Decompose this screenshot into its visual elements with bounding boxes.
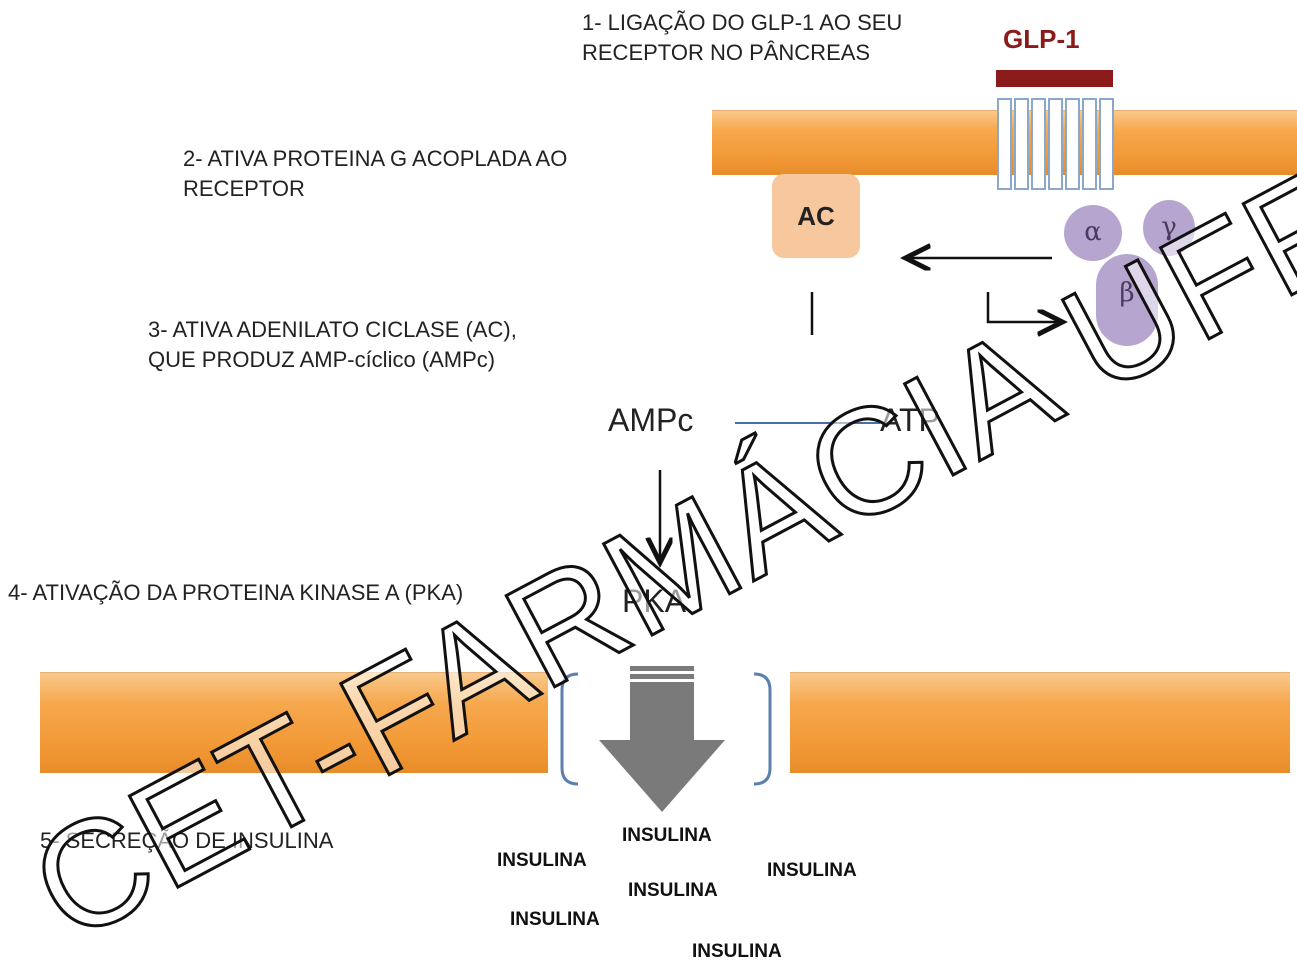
bracket-right	[753, 672, 772, 786]
insulin-label: INSULINA	[628, 880, 718, 901]
step-3-text: 3- ATIVA ADENILATO CICLASE (AC), QUE PRO…	[148, 317, 517, 372]
insulin-label: INSULINA	[767, 860, 857, 881]
atp-label: ATP	[880, 402, 940, 438]
secretion-channel	[560, 666, 772, 812]
glp1-receptor	[987, 98, 1124, 190]
glp1-ligand	[996, 70, 1113, 87]
glp1-label: GLP-1	[1003, 24, 1080, 54]
g-protein-gamma: γ	[1143, 200, 1195, 256]
cell-membrane-lower-right	[790, 672, 1290, 773]
step-4-text: 4- ATIVAÇÃO DA PROTEINA KINASE A (PKA)	[8, 580, 464, 605]
insulin-label: INSULINA	[692, 941, 782, 962]
cell-membrane-lower-left	[40, 672, 548, 773]
g-protein-alpha: α	[1064, 205, 1122, 261]
step-2-text: 2- ATIVA PROTEINA G ACOPLADA AO RECEPTOR	[183, 146, 568, 201]
ac-label: AC	[797, 200, 835, 231]
beta-arrow	[986, 292, 1060, 322]
insulin-label: INSULINA	[622, 825, 712, 846]
ampc-label: AMPc	[608, 402, 694, 438]
step-1-text: 1- LIGAÇÃO DO GLP-1 AO SEU RECEPTOR NO P…	[582, 10, 903, 65]
insulin-label: INSULINA	[497, 850, 587, 871]
arrow-stripe-2	[630, 674, 694, 679]
g-protein-beta: β	[1096, 254, 1158, 346]
arrow-stripe-1	[630, 666, 694, 671]
adenylate-cyclase-box: AC	[772, 174, 860, 258]
secretion-arrow	[599, 682, 725, 812]
step-5-text: 5- SECREÇÃO DE INSULINA	[40, 828, 334, 853]
bracket-left	[560, 672, 579, 786]
pka-label: PKA	[622, 583, 687, 619]
insulin-label: INSULINA	[510, 909, 600, 930]
